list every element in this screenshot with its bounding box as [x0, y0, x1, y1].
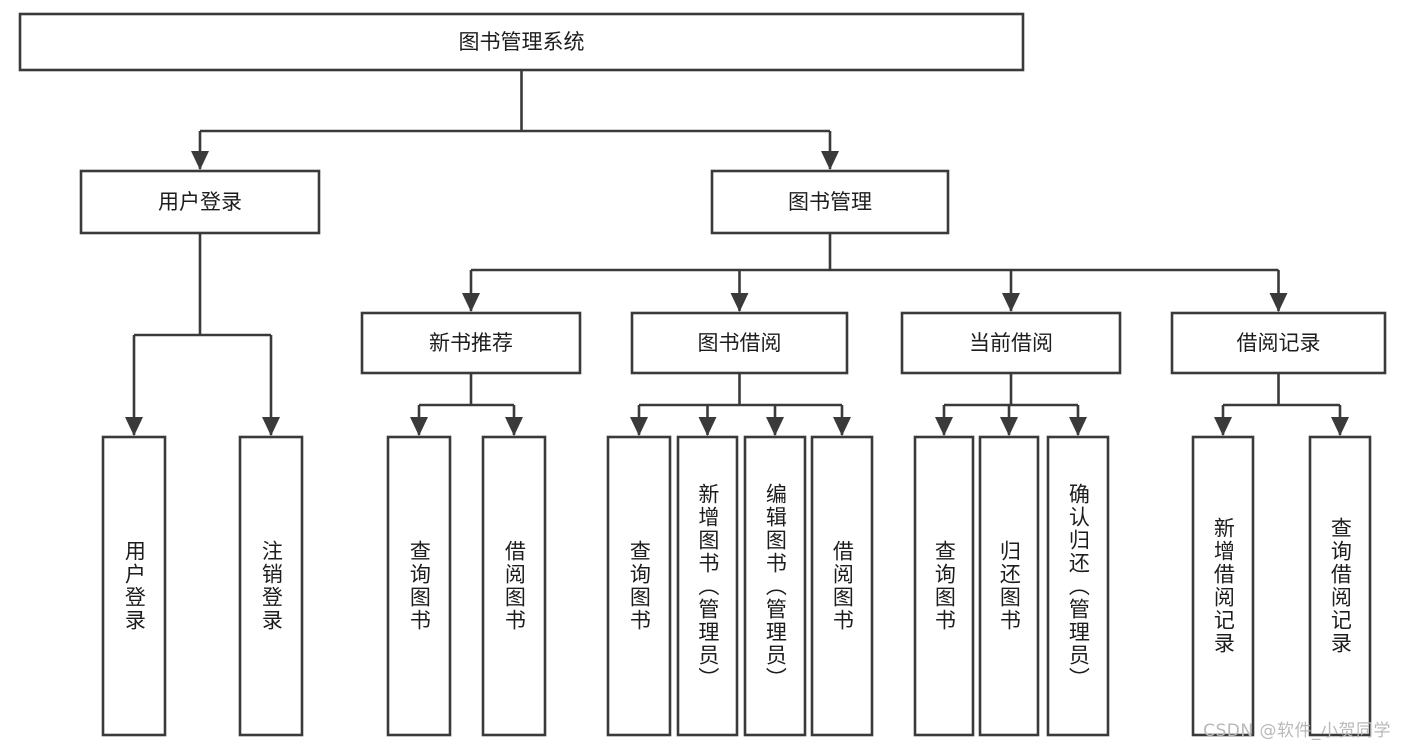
node-leaf-8[interactable] [913, 435, 975, 737]
connector-lines [125, 70, 1349, 436]
node-leaf-3[interactable] [481, 435, 547, 737]
arrow-head-icon [1002, 293, 1020, 312]
node-level1-1[interactable] [710, 169, 950, 235]
node-root-图书管理系统[interactable] [18, 12, 1025, 72]
node-label: 借阅记录 [1237, 331, 1321, 355]
arrow-head-icon [1269, 293, 1288, 312]
node-leaf-0[interactable] [101, 435, 167, 737]
node-level2-1[interactable] [630, 311, 849, 375]
node-label: 图书管理 [788, 190, 872, 214]
node-leaf-2[interactable] [386, 435, 452, 737]
arrow-head-icon [262, 417, 280, 436]
node-leaf-6[interactable] [743, 435, 807, 737]
node-level2-3[interactable] [1170, 311, 1387, 375]
node-label: 图书管理系统 [459, 30, 585, 54]
arrow-head-icon [505, 417, 523, 436]
arrow-head-icon [730, 293, 749, 312]
arrow-head-icon [1000, 417, 1018, 436]
arrow-head-icon [1331, 417, 1349, 436]
arrow-head-icon [462, 293, 480, 312]
node-label: 当前借阅 [969, 331, 1053, 355]
node-level2-0[interactable] [360, 311, 582, 375]
arrow-head-icon [935, 417, 953, 436]
arrow-head-icon [410, 417, 428, 436]
node-leaf-9[interactable] [978, 435, 1040, 737]
arrow-head-icon [698, 417, 717, 436]
arrow-head-icon [1069, 417, 1087, 436]
arrow-head-icon [821, 151, 839, 170]
arrow-head-icon [766, 417, 784, 436]
node-leaf-4[interactable] [606, 435, 672, 737]
arrow-head-icon [125, 417, 143, 436]
node-label: 新书推荐 [429, 331, 513, 355]
node-leaf-12[interactable] [1308, 435, 1372, 737]
node-leaf-11[interactable] [1191, 435, 1255, 737]
arrow-head-icon [191, 151, 209, 170]
node-leaf-1[interactable] [238, 435, 304, 737]
node-level1-0[interactable] [79, 169, 321, 235]
arrow-head-icon [1214, 417, 1232, 436]
node-label: 用户登录 [158, 190, 242, 214]
arrow-head-icon [630, 417, 648, 436]
node-level2-2[interactable] [900, 311, 1122, 375]
node-leaf-10[interactable] [1046, 435, 1110, 737]
node-label: 图书借阅 [698, 331, 782, 355]
arrow-head-icon [833, 417, 851, 436]
node-leaf-5[interactable] [676, 435, 739, 737]
node-leaf-7[interactable] [810, 435, 874, 737]
csdn-watermark: CSDN @软件_小贺同学 [1203, 721, 1391, 741]
